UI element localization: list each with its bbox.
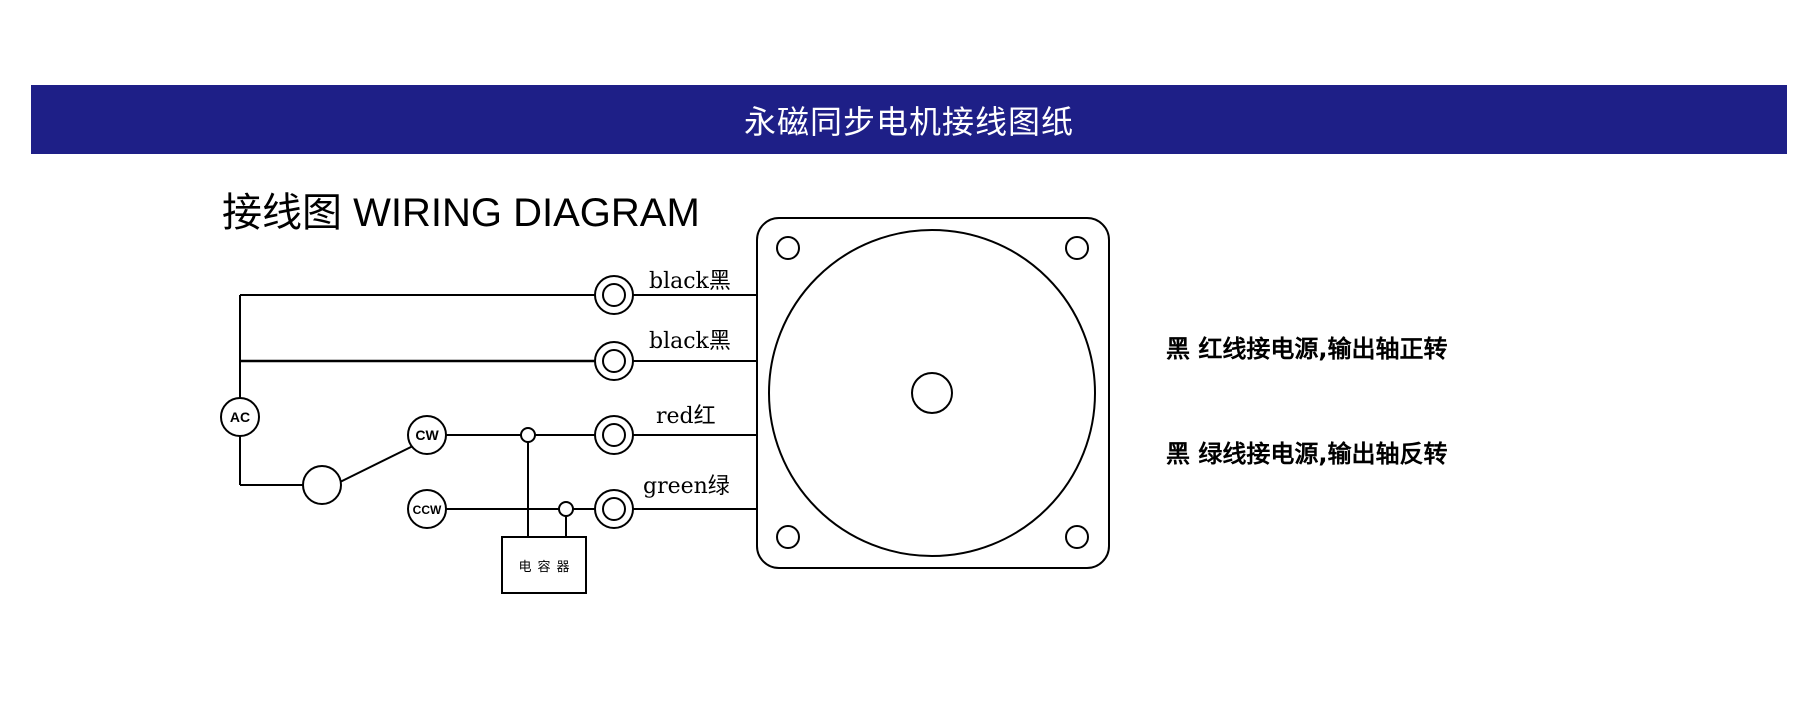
- ccw-contact: [407, 489, 447, 529]
- note-forward: 黑 红线接电源,输出轴正转: [1166, 335, 1447, 363]
- capacitor-label: 电容器: [518, 559, 575, 575]
- terminal-black2: [594, 341, 634, 381]
- terminal-green: [594, 489, 634, 529]
- label-black2: black黑: [649, 329, 731, 354]
- ac-label: AC: [230, 409, 250, 425]
- junction-green: [558, 501, 574, 517]
- ac-source: [220, 397, 260, 437]
- junction-red: [520, 427, 536, 443]
- mount-hole-top-right: [1065, 236, 1089, 260]
- diagram-heading: 接线图 WIRING DIAGRAM: [222, 191, 700, 235]
- cw-contact: [407, 415, 447, 455]
- banner-title: 永磁同步电机接线图纸: [743, 102, 1074, 141]
- switch-lever: [337, 444, 416, 484]
- label-red: red红: [656, 404, 716, 429]
- ccw-label: CCW: [413, 503, 442, 517]
- note-reverse: 黑 绿线接电源,输出轴反转: [1166, 440, 1447, 468]
- terminal-red: [594, 415, 634, 455]
- motor-shaft: [911, 372, 953, 414]
- label-green: green绿: [643, 474, 730, 499]
- mount-hole-top-left: [776, 236, 800, 260]
- mount-hole-bottom-left: [776, 525, 800, 549]
- cw-label: CW: [415, 427, 439, 443]
- title-banner: 永磁同步电机接线图纸: [31, 85, 1787, 154]
- label-black1: black黑: [649, 269, 731, 294]
- capacitor-box: [501, 536, 587, 594]
- terminal-black1: [594, 275, 634, 315]
- mount-hole-bottom-right: [1065, 525, 1089, 549]
- motor: [756, 217, 1110, 569]
- switch-pivot: [302, 465, 342, 505]
